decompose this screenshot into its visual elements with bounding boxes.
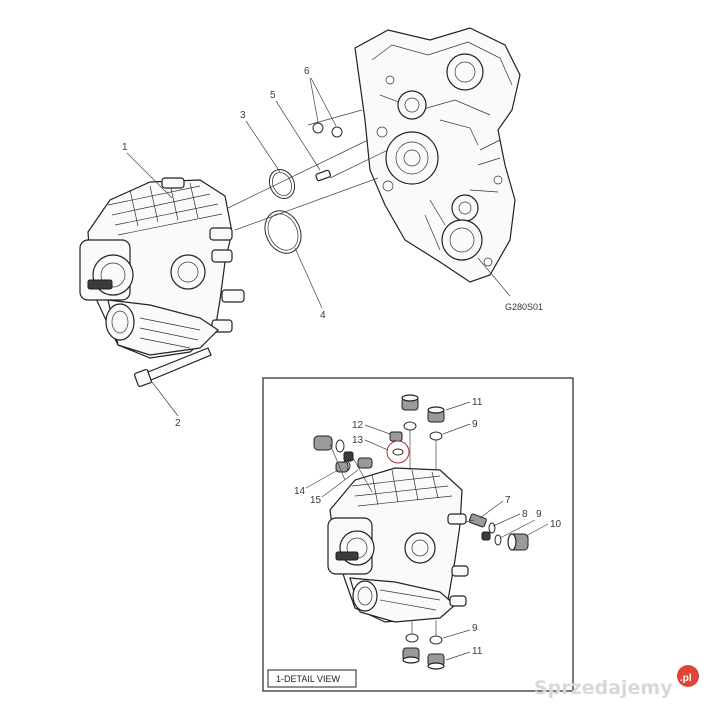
detail-left-fittings bbox=[313, 435, 373, 473]
callout-10: 10 bbox=[525, 519, 562, 537]
o-rings-6 bbox=[312, 122, 343, 138]
detail-pump-body bbox=[327, 467, 469, 623]
o-ring-4 bbox=[264, 210, 302, 254]
callout-1: 1 bbox=[122, 142, 173, 199]
detail-plug-11-bottom bbox=[402, 647, 445, 670]
detail-plug-11-top bbox=[401, 394, 445, 423]
callout-11-bottom: 11 bbox=[445, 646, 483, 661]
callout-13: 13 bbox=[352, 435, 389, 451]
svg-text:1: 1 bbox=[122, 142, 128, 153]
callout-14: 14 bbox=[294, 469, 339, 497]
pump-assembly bbox=[79, 177, 245, 359]
svg-text:.pl: .pl bbox=[680, 673, 692, 684]
callout-5: 5 bbox=[270, 90, 321, 171]
detail-guide-lines bbox=[329, 430, 475, 636]
svg-text:11: 11 bbox=[472, 646, 483, 657]
watermark-badge-icon bbox=[677, 665, 699, 687]
detail-view-label: 1-DETAIL VIEW bbox=[267, 669, 357, 688]
callout-11-top: 11 bbox=[445, 397, 483, 411]
svg-text:3: 3 bbox=[240, 110, 246, 121]
svg-text:4: 4 bbox=[320, 310, 326, 321]
callout-9-top: 9 bbox=[442, 419, 478, 435]
callout-3: 3 bbox=[240, 110, 281, 173]
callout-6: 6 bbox=[304, 66, 337, 127]
svg-text:8: 8 bbox=[522, 509, 528, 520]
detail-right-fittings bbox=[468, 513, 529, 551]
svg-text:7: 7 bbox=[505, 495, 511, 506]
svg-text:9: 9 bbox=[472, 419, 478, 430]
callout-7: 7 bbox=[479, 495, 511, 519]
svg-text:G280S01: G280S01 bbox=[505, 302, 543, 312]
svg-text:12: 12 bbox=[352, 420, 364, 431]
svg-text:Sprzedajemy: Sprzedajemy bbox=[534, 677, 673, 699]
callout-8: 8 bbox=[492, 509, 528, 527]
bolt-2 bbox=[133, 347, 212, 388]
svg-text:11: 11 bbox=[472, 397, 483, 408]
figure-reference: G280S01 bbox=[477, 257, 543, 312]
o-ring-3 bbox=[268, 168, 296, 200]
svg-text:5: 5 bbox=[270, 90, 276, 101]
callout-9-right: 9 bbox=[499, 509, 542, 539]
watermark: Sprzedajemy .pl bbox=[534, 665, 699, 699]
svg-text:9: 9 bbox=[536, 509, 542, 520]
detail-view-panel: 7 8 9 10 11 9 12 13 bbox=[262, 377, 574, 692]
svg-text:6: 6 bbox=[304, 66, 310, 77]
dowel-pin-5 bbox=[315, 169, 331, 182]
svg-text:15: 15 bbox=[310, 495, 322, 506]
detail-items-12-13 bbox=[386, 431, 410, 464]
svg-text:9: 9 bbox=[472, 623, 478, 634]
explode-lines bbox=[227, 109, 389, 231]
svg-text:14: 14 bbox=[294, 486, 306, 497]
engine-housing bbox=[354, 27, 521, 283]
callout-2: 2 bbox=[151, 381, 181, 429]
svg-text:1-DETAIL VIEW: 1-DETAIL VIEW bbox=[276, 674, 341, 684]
svg-text:13: 13 bbox=[352, 435, 364, 446]
callout-12: 12 bbox=[352, 420, 391, 435]
callout-4: 4 bbox=[294, 247, 326, 321]
svg-text:10: 10 bbox=[550, 519, 562, 530]
callout-9-bottom: 9 bbox=[442, 623, 478, 639]
svg-text:2: 2 bbox=[175, 418, 181, 429]
callout-15: 15 bbox=[310, 469, 359, 506]
